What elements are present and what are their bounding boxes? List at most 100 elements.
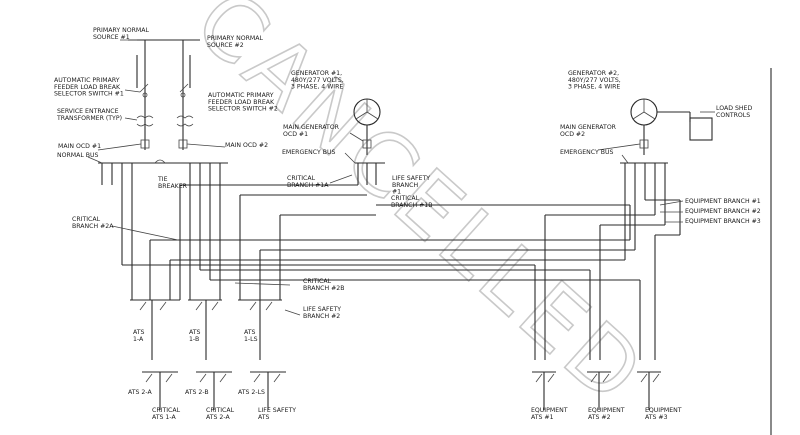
label-line: SELECTOR SWITCH #1 [54,91,124,98]
label-line: SOURCE #1 [93,34,130,41]
label-line: ATS 1-A [152,414,176,421]
label-line: 1-B [189,336,199,343]
label-equipment-branch-3: EQUIPMENT BRANCH #3 [685,218,761,225]
label-line: PRIMARY NORMAL [207,35,263,42]
label-line: EQUIPMENT BRANCH #3 [685,218,761,225]
label-line: 480Y/277 VOLTS, [568,77,621,84]
label-line: ATS [258,414,270,421]
label-line: ATS 2-LS [238,389,265,396]
label-line: ATS #1 [531,414,554,421]
label-line: BRANCH #1B [391,202,432,209]
label-line: CONTROLS [716,112,750,119]
label-line: SELECTOR SWITCH #2 [208,106,278,113]
label-line: CRITICAL [391,195,420,202]
label-line: PRIMARY NORMAL [93,27,149,34]
label-ats-2ls: ATS 2-LS [238,389,265,396]
label-line: CRITICAL [206,407,235,414]
normal-feeders [121,185,641,360]
label-line: MAIN GENERATOR [283,124,340,131]
label-line: LIFE SAFETY [303,306,341,313]
label-line: FEEDER LOAD BREAK [208,99,275,106]
label-line: CRITICAL [303,278,332,285]
emergency-bus-1 [149,162,631,300]
label-ats-2b: ATS 2-B [185,389,209,396]
label-line: CRITICAL [287,175,316,182]
label-line: BRANCH #2A [72,223,114,230]
label-line: ATS [244,329,256,336]
label-line: EQUIPMENT BRANCH #1 [685,198,761,205]
label-line: 480Y/277 VOLTS, [291,77,344,84]
label-line: AUTOMATIC PRIMARY [54,77,120,84]
label-line: ATS 2-B [185,389,209,396]
ats-row-1 [130,299,282,360]
label-line: EMERGENCY BUS [560,149,614,156]
label-line: SOURCE #2 [207,42,244,49]
normal-bus [98,159,228,185]
label-generator-1: GENERATOR #1,480Y/277 VOLTS,3 PHASE, 4 W… [291,70,344,91]
label-emergency-bus-1: EMERGENCY BUS [282,149,336,156]
label-normal-bus: NORMAL BUS [57,152,99,159]
label-line: GENERATOR #2, [568,70,619,77]
label-line: #1 [392,189,401,196]
label-emergency-bus-2: EMERGENCY BUS [560,149,614,156]
emergency-bus-2 [169,162,681,360]
label-line: LOAD SHED [716,105,752,112]
label-line: TRANSFORMER (TYP) [56,115,122,122]
load-shed-box [689,117,713,141]
label-main-ocd-1: MAIN OCD #1 [58,143,101,150]
label-line: ATS 2-A [206,414,230,421]
label-line: ATS #2 [588,414,611,421]
label-line: 3 PHASE, 4 WIRE [291,84,343,91]
label-line: NORMAL BUS [57,152,99,159]
label-line: AUTOMATIC PRIMARY [208,92,274,99]
label-line: OCD #1 [283,131,308,138]
label-line: EQUIPMENT [645,407,682,414]
label-ats-2a: ATS 2-A [128,389,152,396]
label-line: EMERGENCY BUS [282,149,336,156]
label-line: SERVICE ENTRANCE [57,108,119,115]
ats-row-2 [142,371,286,410]
label-line: EQUIPMENT [531,407,568,414]
label-line: BRANCH #2 [303,313,340,320]
label-equipment-branch-1: EQUIPMENT BRANCH #1 [685,198,761,205]
label-line: EQUIPMENT [588,407,625,414]
generator-2 [630,98,713,155]
label-line: BRANCH #1A [287,182,329,189]
label-line: ATS [133,329,145,336]
label-equipment-branch-2: EQUIPMENT BRANCH #2 [685,208,761,215]
generator-1 [353,98,381,155]
label-line: 1-LS [244,336,258,343]
label-leaders [87,39,715,316]
label-main-ocd-2: MAIN OCD #2 [225,142,268,149]
label-line: MAIN OCD #1 [58,143,101,150]
cancelled-watermark: CANCELLED [176,0,665,426]
label-line: ATS #3 [645,414,668,421]
label-line: CRITICAL [72,216,101,223]
label-line: LIFE SAFETY [392,175,430,182]
label-line: LIFE SAFETY [258,407,296,414]
normal-source-section [128,39,200,150]
label-line: FEEDER LOAD BREAK [54,84,121,91]
label-line: BRANCH [392,182,418,189]
